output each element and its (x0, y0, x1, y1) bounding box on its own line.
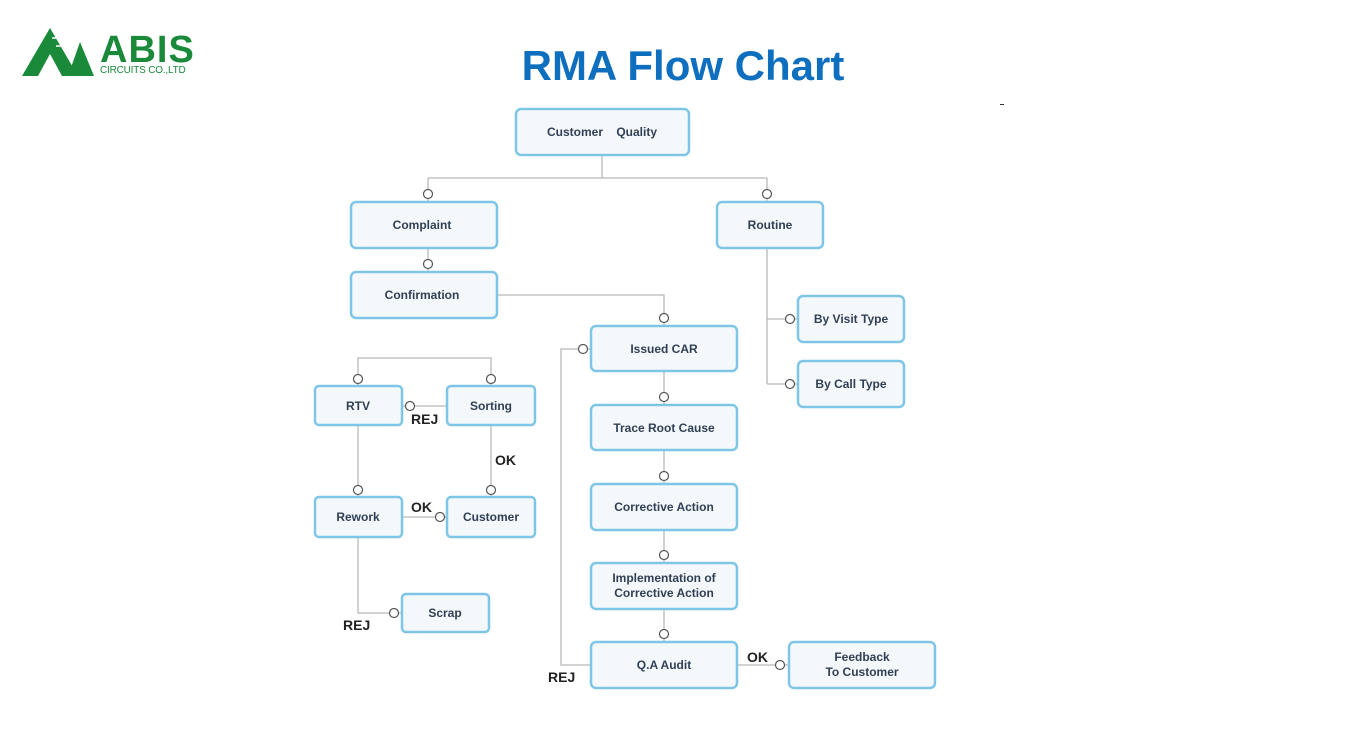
node-implementation: Implementation of Corrective Action (589, 561, 739, 611)
node-complaint: Complaint (349, 200, 499, 250)
connector-dot (658, 391, 670, 403)
logo-text: ABIS (100, 29, 195, 71)
edge-label-rej-rework-scrap: REJ (343, 617, 370, 633)
node-corrective-action: Corrective Action (589, 482, 739, 532)
node-label: Customer (463, 510, 519, 524)
connector-dot (485, 484, 497, 496)
node-feedback-to-customer: Feedback To Customer (787, 640, 937, 690)
edge-label-ok-sorting-customer: OK (495, 452, 516, 468)
edge-label-rej-sorting-rtv: REJ (411, 411, 438, 427)
connector-dots (352, 188, 796, 671)
connector-dot (434, 511, 446, 523)
node-label: By Call Type (815, 377, 886, 391)
node-label: Corrective Action (614, 500, 714, 514)
node-label: Routine (748, 218, 793, 232)
connector (357, 357, 492, 386)
node-routine: Routine (715, 200, 825, 250)
node-label-line-1: Implementation of (612, 571, 716, 585)
node-rework: Rework (313, 495, 404, 539)
node-rtv: RTV (313, 384, 404, 427)
connector-dot (761, 188, 773, 200)
edge-label-ok-qa-feedback: OK (747, 649, 768, 665)
node-label-line-2: To Customer (825, 665, 898, 679)
node-label: Q.A Audit (637, 658, 691, 672)
node-scrap: Scrap (400, 592, 491, 634)
connector-dot (784, 313, 796, 325)
node-label: Issued CAR (630, 342, 698, 356)
node-issued-car: Issued CAR (589, 324, 739, 373)
connector-dot (774, 659, 786, 671)
connector-dot (784, 378, 796, 390)
connector-dot (658, 628, 670, 640)
edge-label-rej-qa-issued-car: REJ (548, 669, 575, 685)
node-sorting: Sorting (445, 384, 537, 427)
node-label: Rework (336, 510, 380, 524)
node-label: Trace Root Cause (613, 421, 715, 435)
node-label: Customer Quality (547, 125, 657, 139)
node-label: By Visit Type (814, 312, 889, 326)
connector-dot (658, 549, 670, 561)
connector (560, 348, 591, 666)
node-customer-quality: Customer Quality (514, 107, 691, 157)
connector-dot (352, 373, 364, 385)
node-customer: Customer (445, 495, 537, 539)
node-label: Scrap (428, 606, 461, 620)
decorative-dash (1000, 104, 1004, 105)
company-logo: ABIS (22, 28, 195, 76)
connector-dot (404, 400, 416, 412)
node-by-visit-type: By Visit Type (796, 294, 906, 344)
connector-dot (352, 484, 364, 496)
node-label: Confirmation (385, 288, 460, 302)
node-label: RTV (346, 399, 370, 413)
node-qa-audit: Q.A Audit (589, 640, 739, 690)
connector (497, 294, 665, 326)
node-trace-root-cause: Trace Root Cause (589, 403, 739, 452)
connector-dot (577, 343, 589, 355)
connector-dot (388, 607, 400, 619)
edge-label-ok-rework-customer: OK (411, 499, 432, 515)
node-label-line-1: Feedback (834, 650, 890, 664)
logo-subtext: CIRCUITS CO.,LTD (100, 65, 186, 76)
node-label-line-2: Corrective Action (614, 586, 714, 600)
node-label: Complaint (393, 218, 452, 232)
connector-dot (485, 373, 497, 385)
connector (357, 537, 402, 614)
node-label: Sorting (470, 399, 512, 413)
connector-dot (658, 470, 670, 482)
connector-dot (422, 258, 434, 270)
connector-dot (658, 312, 670, 324)
node-confirmation: Confirmation (349, 270, 499, 320)
connector-dot (422, 188, 434, 200)
page-title: RMA Flow Chart (521, 42, 845, 89)
node-by-call-type: By Call Type (796, 359, 906, 409)
